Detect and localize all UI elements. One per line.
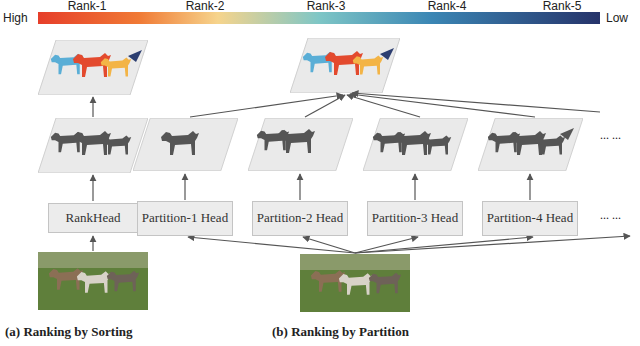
text-label: High: [3, 11, 28, 25]
text-label: Low: [606, 11, 628, 25]
text-label: Rank-4: [428, 0, 467, 13]
head-text-wrap: Partition-3 Head: [372, 211, 458, 225]
partition-masks: [133, 118, 583, 171]
head-box: Partition-3 Head: [367, 201, 463, 236]
colored-mask: [38, 40, 148, 95]
text-label: Rank-5: [543, 0, 582, 13]
colored-mask: [290, 38, 400, 93]
head-box: Partition-1 Head: [137, 201, 233, 236]
head-text-wrap: RankHead: [66, 211, 121, 225]
ranked-mask: [38, 118, 148, 173]
head-text-wrap: Partition-1 Head: [142, 211, 228, 225]
head-text-wrap: Partition-4 Head: [487, 211, 573, 225]
text-label: (a) Ranking by Sorting: [5, 324, 133, 340]
head-box: Partition-4 Head: [482, 201, 578, 236]
text-label: ... ...: [600, 208, 621, 223]
head-box: RankHead: [48, 203, 138, 233]
text-label: (b) Ranking by Partition: [272, 324, 409, 340]
arrows-b: [185, 93, 630, 253]
head-label: Partition-3 Head: [372, 211, 458, 225]
input-photo: [300, 254, 410, 312]
head-box: Partition-2 Head: [252, 201, 348, 236]
text-label: ... ...: [600, 128, 621, 143]
text-label: Rank-2: [186, 0, 225, 13]
head-label: Partition-1 Head: [142, 211, 228, 225]
head-label: Partition-2 Head: [257, 211, 343, 225]
input-photo: [38, 252, 148, 310]
text-label: Rank-3: [307, 0, 346, 13]
rank-bar: [38, 12, 600, 24]
head-label: RankHead: [66, 211, 121, 225]
text-label: Rank-1: [68, 0, 107, 13]
head-text-wrap: Partition-2 Head: [257, 211, 343, 225]
head-label: Partition-4 Head: [487, 211, 573, 225]
